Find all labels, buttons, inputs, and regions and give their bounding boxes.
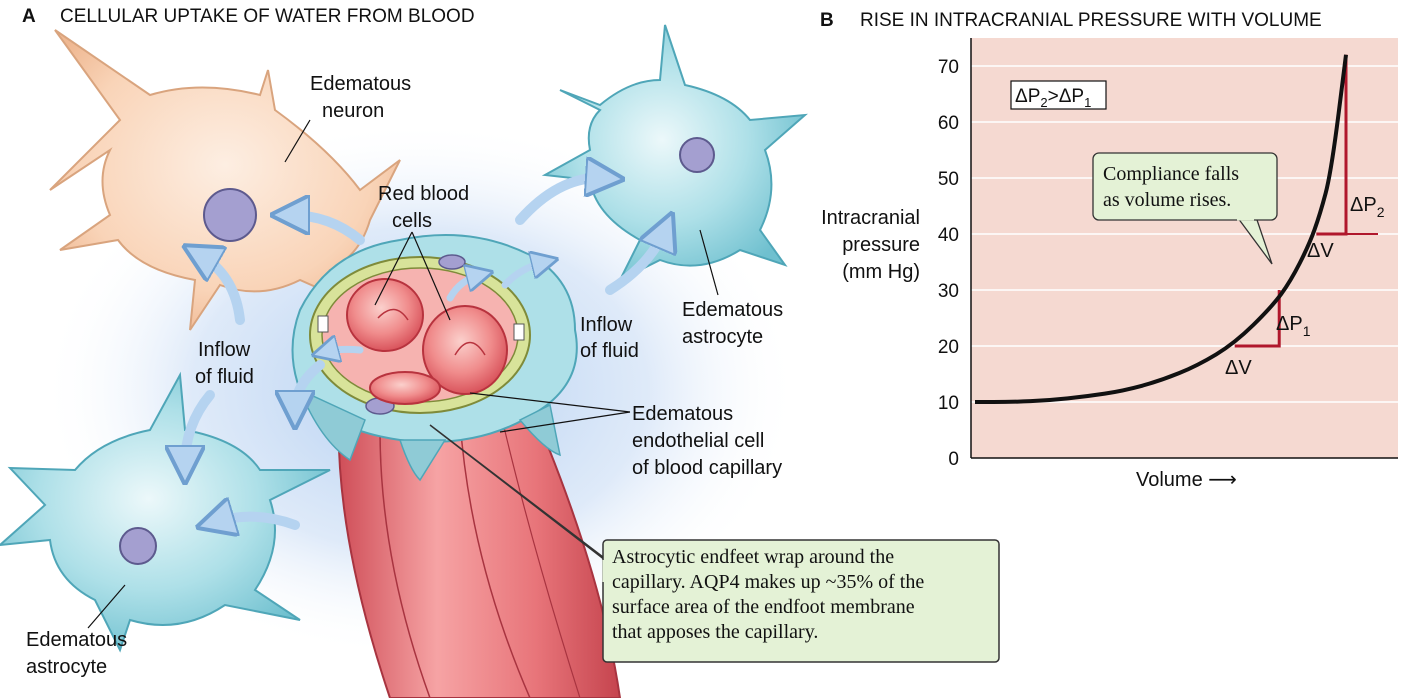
- delta-v2-label: ΔV: [1307, 240, 1334, 262]
- delta-p1-label: ΔP1: [1276, 313, 1311, 339]
- delta-v1-label: ΔV: [1225, 357, 1252, 379]
- tight-junction-right: [513, 323, 525, 341]
- panel-a-letter: A: [22, 6, 36, 27]
- y-tick-label: 0: [948, 449, 959, 470]
- y-axis-title-2: pressure: [842, 234, 920, 256]
- pressure-volume-curve: [975, 54, 1348, 404]
- panel-a-labels: Edematous neuron Red blood cells Edemato…: [26, 73, 783, 678]
- astrocyte-left-nucleus: [119, 527, 157, 565]
- y-axis-title: Intracranial pressure (mm Hg): [821, 207, 920, 283]
- label-astro-left-2: astrocyte: [26, 656, 107, 678]
- neuron-nucleus: [203, 188, 257, 242]
- label-endothelial-2: endothelial cell: [632, 430, 764, 452]
- callout-line-2: capillary. AQP4 makes up ~35% of the: [612, 571, 924, 593]
- label-inflow-right-1: Inflow: [580, 314, 633, 336]
- label-astro-right-2: astrocyte: [682, 326, 763, 348]
- label-rbc-2: cells: [392, 210, 432, 232]
- callout-line-4: that apposes the capillary.: [612, 621, 818, 643]
- label-endothelial-3: of blood capillary: [632, 457, 782, 479]
- label-neuron-1: Edematous: [310, 73, 411, 95]
- label-inflow-right-2: of fluid: [580, 340, 639, 362]
- y-tick-label: 40: [938, 225, 959, 246]
- endothelial-nucleus-top: [438, 254, 466, 270]
- y-tick-label: 60: [938, 113, 959, 134]
- fluid-arrows: [185, 178, 665, 525]
- arrow-neuron-inflow: [200, 255, 245, 325]
- y-tick-label: 10: [938, 393, 959, 414]
- panel-a-title: CELLULAR UPTAKE OF WATER FROM BLOOD: [60, 6, 475, 27]
- delta-legend-text: ΔP2>ΔP1: [1015, 86, 1091, 110]
- x-axis-title: Volume ⟶: [1136, 469, 1237, 491]
- arrow-astrocyte-right-inflow: [605, 230, 665, 295]
- panel-b: B RISE IN INTRACRANIAL PRESSURE WITH VOL…: [820, 10, 1398, 491]
- y-tick-label: 70: [938, 57, 959, 78]
- delta-p2-label: ΔP2: [1350, 194, 1385, 220]
- delta-step-1: [1234, 290, 1281, 348]
- y-axis-title-3: (mm Hg): [842, 261, 920, 283]
- callout-line-3: surface area of the endfoot membrane: [612, 596, 915, 618]
- y-axis-title-1: Intracranial: [821, 207, 920, 229]
- red-blood-cells: [346, 278, 508, 405]
- leader-lines: [87, 119, 719, 629]
- label-inflow-left-2: of fluid: [195, 366, 254, 388]
- callout-line-1: Astrocytic endfeet wrap around the: [612, 546, 894, 568]
- arrow-rbc-top: [446, 275, 480, 302]
- y-tick-label: 20: [938, 337, 959, 358]
- arrow-rbc-left: [325, 349, 364, 352]
- label-inflow-left-1: Inflow: [198, 339, 251, 361]
- panel-b-letter: B: [820, 10, 834, 31]
- label-astro-left-1: Edematous: [26, 629, 127, 651]
- y-tick-label: 50: [938, 169, 959, 190]
- label-astro-right-1: Edematous: [682, 299, 783, 321]
- arrow-to-neuron: [290, 215, 365, 245]
- compliance-callout: Compliance falls as volume rises.: [1092, 152, 1278, 265]
- arrow-rbc-right: [501, 262, 545, 289]
- tight-junction-left: [317, 315, 329, 333]
- arrow-astrocyte-left-body: [215, 517, 300, 525]
- label-endothelial-1: Edematous: [632, 403, 733, 425]
- y-tick-label: 30: [938, 281, 959, 302]
- delta-legend-box: ΔP2>ΔP1: [1010, 80, 1107, 110]
- panel-b-title: RISE IN INTRACRANIAL PRESSURE WITH VOLUM…: [860, 10, 1322, 31]
- endfeet-callout: Astrocytic endfeet wrap around the capil…: [429, 424, 1000, 663]
- arrow-astrocyte-left-inflow: [185, 390, 215, 465]
- compliance-line-1: Compliance falls: [1103, 163, 1239, 185]
- edematous-neuron: [49, 29, 401, 331]
- edematous-astrocyte-left: [0, 371, 331, 653]
- delta-steps: [1234, 54, 1378, 348]
- label-rbc-1: Red blood: [378, 183, 469, 205]
- astrocyte-right-nucleus: [679, 137, 715, 173]
- arrow-to-astrocyte-right: [515, 178, 605, 225]
- arrow-to-astrocyte-left: [295, 360, 325, 410]
- panel-a: A CELLULAR UPTAKE OF WATER FROM BLOOD: [0, 6, 1000, 698]
- compliance-line-2: as volume rises.: [1103, 189, 1231, 211]
- label-neuron-2: neuron: [322, 100, 384, 122]
- y-tick-labels: 0 10 20 30 40 50 60 70: [938, 57, 959, 470]
